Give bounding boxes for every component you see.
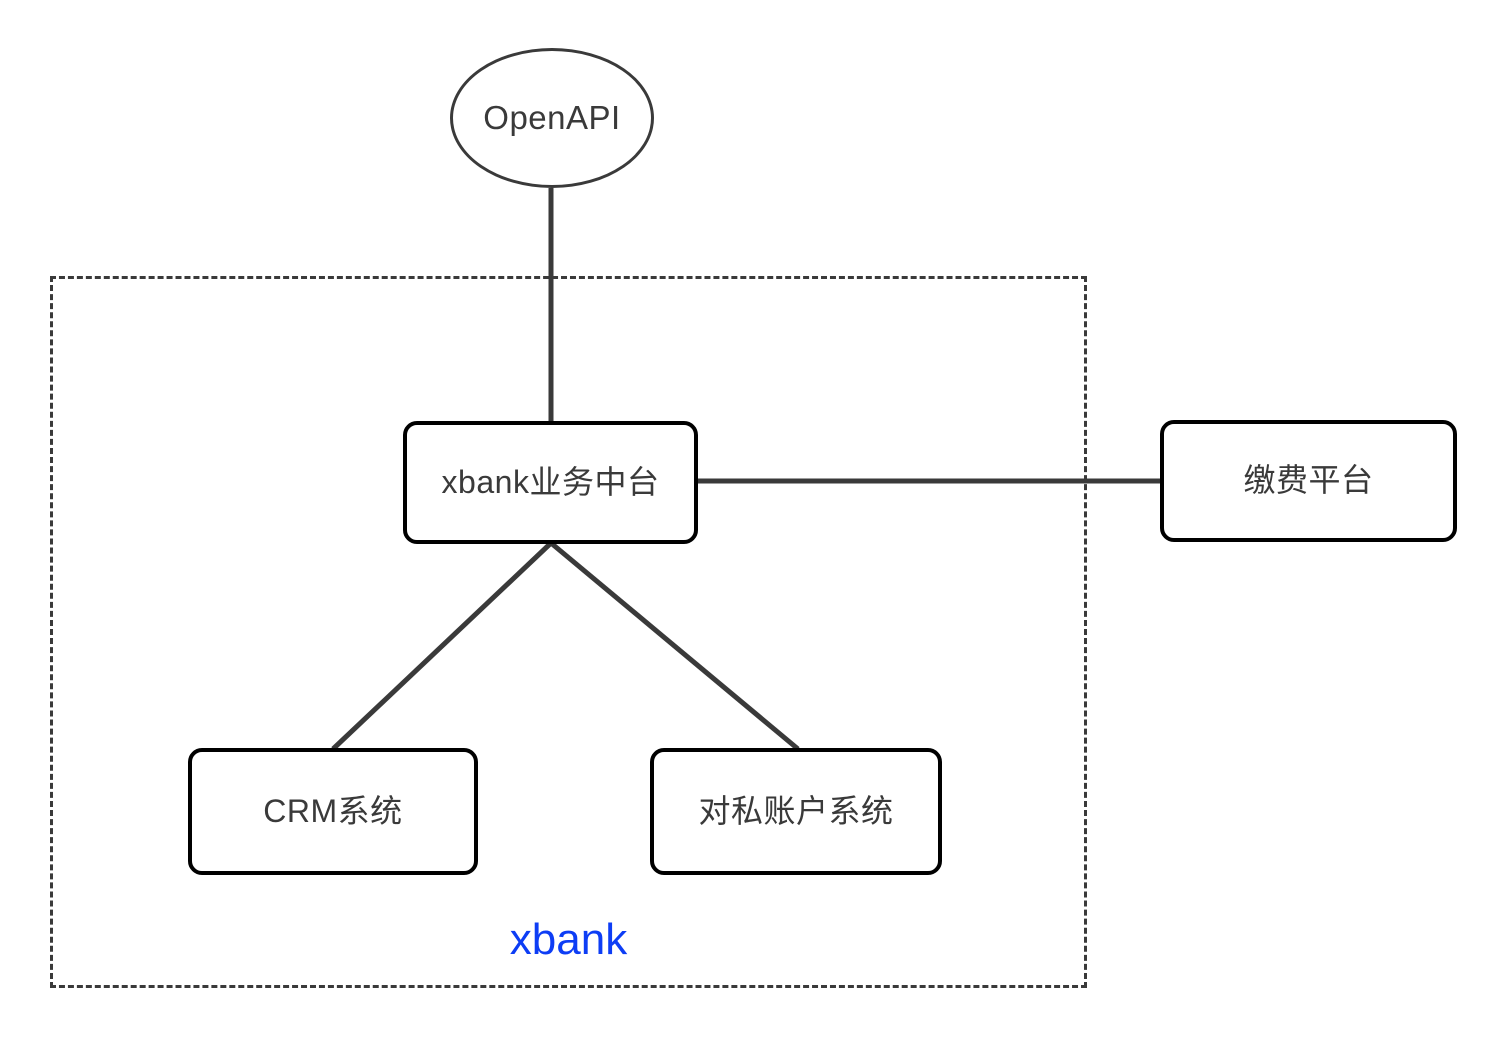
- node-openapi[interactable]: OpenAPI: [450, 48, 654, 188]
- node-xbank-midend-label: xbank业务中台: [441, 463, 660, 500]
- node-openapi-label: OpenAPI: [483, 98, 621, 136]
- boundary-xbank: [50, 276, 1087, 988]
- node-payment-platform-label: 缴费平台: [1243, 462, 1374, 499]
- node-personal-account-system-label: 对私账户系统: [698, 792, 894, 829]
- node-xbank-midend[interactable]: xbank业务中台: [403, 421, 698, 544]
- node-crm-system-label: CRM系统: [263, 792, 403, 829]
- node-payment-platform[interactable]: 缴费平台: [1160, 420, 1457, 542]
- node-personal-account-system[interactable]: 对私账户系统: [650, 748, 942, 875]
- node-crm-system[interactable]: CRM系统: [188, 748, 478, 875]
- boundary-xbank-label: xbank: [509, 915, 628, 964]
